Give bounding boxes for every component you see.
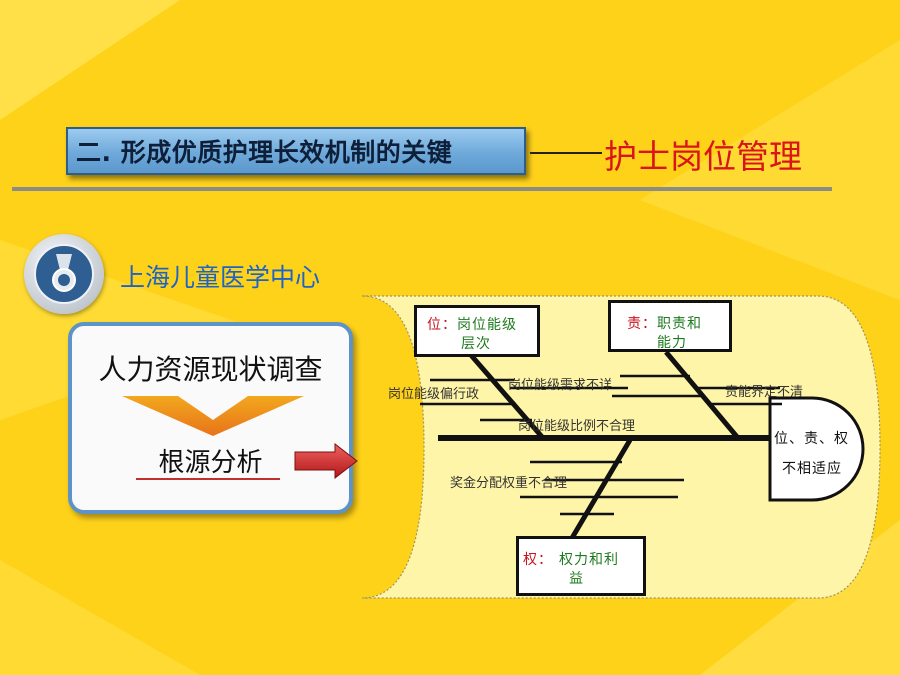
category-box-position: 位：岗位能级 层次 (414, 305, 540, 357)
section-subtitle: 护士岗位管理 (604, 137, 802, 176)
cause-label-4: 责能界定不清 (725, 385, 804, 400)
arrow-right-icon (294, 443, 358, 479)
effect-line-1: 位、责、权 (774, 431, 849, 447)
section-title-text: 二. 形成优质护理长效机制的关键 (76, 138, 453, 167)
card-underline (136, 478, 280, 480)
category-text-position-2: 层次 (461, 336, 491, 352)
section-title: 二. 形成优质护理长效机制的关键 (66, 127, 526, 175)
card-subheading: 根源分析 (158, 448, 263, 478)
category-lead-authority: 权： (523, 552, 553, 568)
category-text-responsibility-2: 能力 (657, 335, 687, 351)
analysis-card: 人力资源现状调查 根源分析 (68, 322, 353, 514)
category-box-authority: 权： 权力和利 益 (516, 536, 646, 596)
cause-label-3: 岗位能级比例不合理 (518, 419, 636, 434)
header-divider (12, 187, 832, 191)
chevron-down-icon (122, 396, 304, 436)
cause-label-2: 岗位能级偏行政 (388, 387, 480, 402)
category-lead-position: 位： (427, 317, 457, 333)
category-lead-responsibility: 责： (627, 316, 657, 332)
category-text-authority-2: 益 (569, 571, 584, 587)
cause-label-5: 奖金分配权重不合理 (450, 476, 568, 491)
title-dash (530, 152, 602, 154)
card-heading: 人力资源现状调查 (98, 353, 323, 386)
medal-icon (24, 234, 104, 314)
category-box-responsibility: 责：职责和 能力 (608, 300, 732, 352)
cause-label-1: 岗位能级需求不详 (508, 378, 613, 393)
organization-name: 上海儿童医学中心 (120, 263, 321, 292)
category-text-responsibility: 职责和 (657, 316, 702, 332)
category-text-position: 岗位能级 (457, 317, 517, 333)
effect-line-2: 不相适应 (782, 461, 842, 477)
category-text-authority: 权力和利 (559, 552, 619, 568)
